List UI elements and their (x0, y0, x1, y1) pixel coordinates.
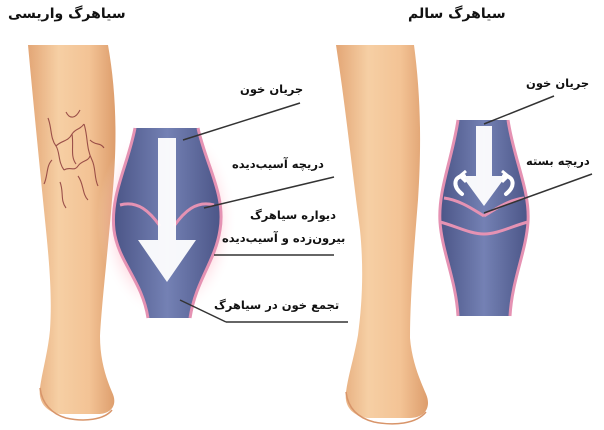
label-damaged-valve: دریچه آسیب‌دیده (232, 157, 324, 171)
label-blood-flow-left: جریان خون (240, 82, 303, 96)
right-leg-illustration (336, 45, 428, 424)
healthy-vein-illustration (440, 120, 528, 316)
label-blood-pooling: تجمع خون در سیاهرگ (214, 298, 339, 312)
label-vein-wall-line2: بیرون‌زده و آسیب‌دیده (222, 231, 345, 245)
label-closed-valve: دریچه بسته (526, 154, 590, 168)
varicose-vein-title: سیاهرگ واریسی (8, 6, 126, 22)
healthy-vein-title: سیاهرگ سالم (408, 6, 506, 22)
label-vein-wall-line1: دیواره سیاهرگ (250, 208, 336, 222)
label-blood-flow-right: جریان خون (526, 76, 589, 90)
